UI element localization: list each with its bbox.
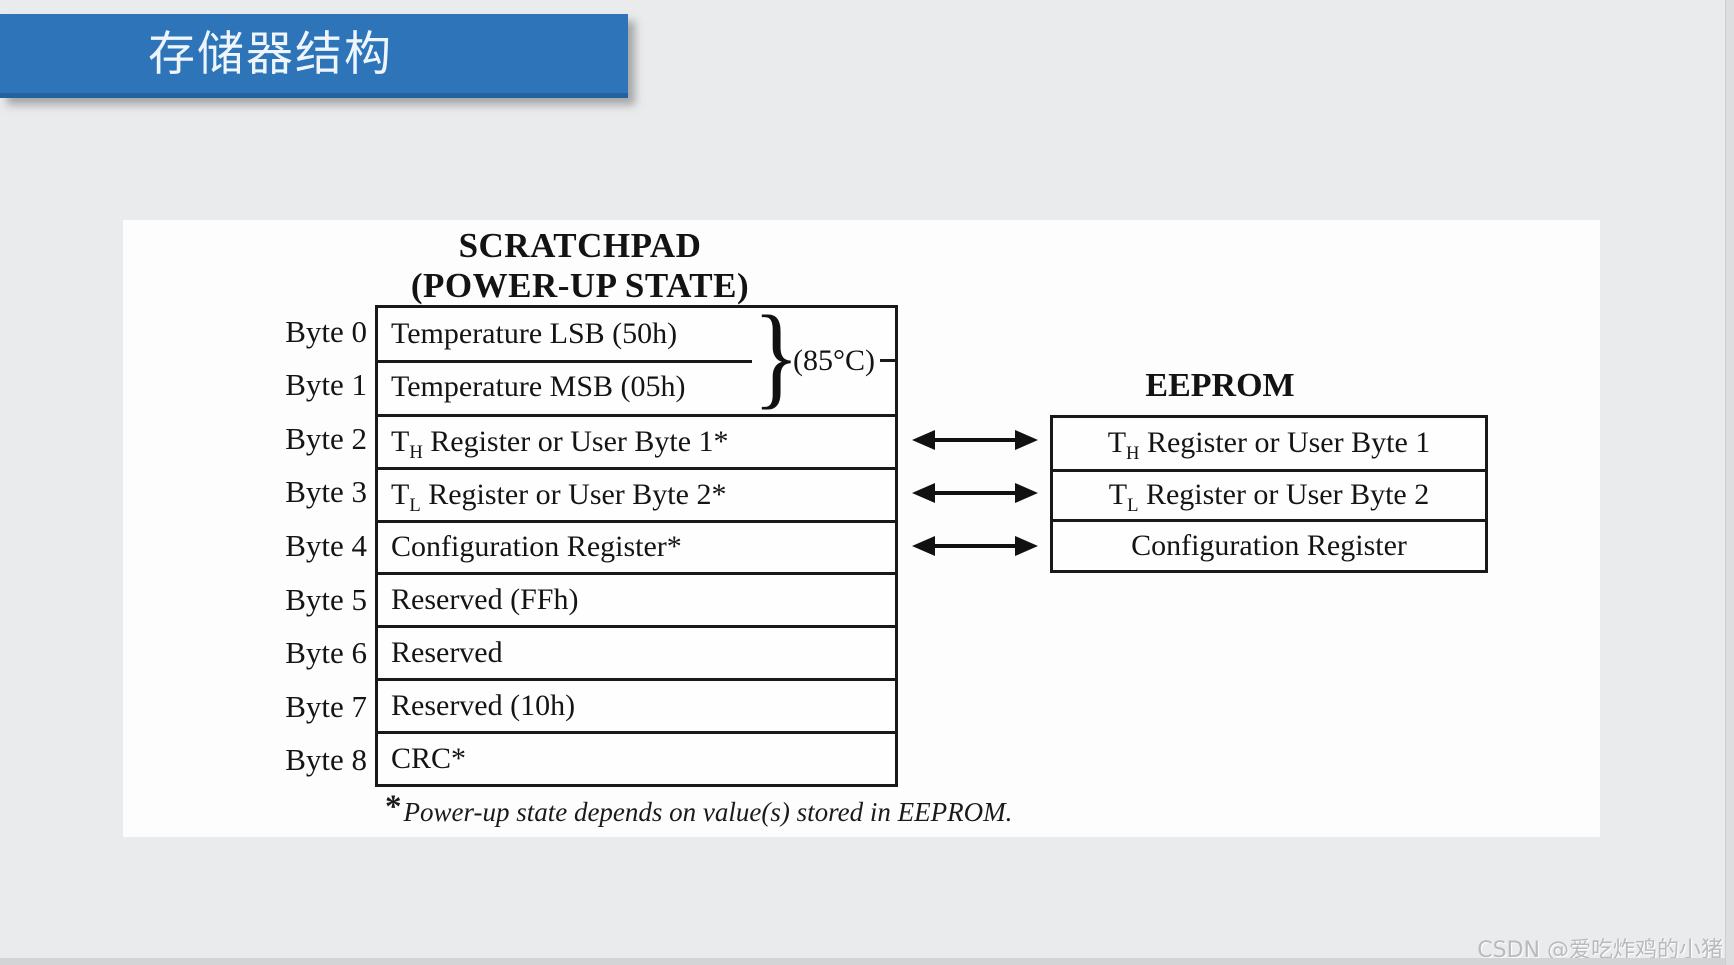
title-banner: 存储器结构 xyxy=(0,14,628,98)
screen-bottom-edge xyxy=(0,958,1734,965)
scratchpad-row-label: TL Register or User Byte 2* xyxy=(391,477,727,516)
scratchpad-title-line1: SCRATCHPAD xyxy=(458,226,702,265)
footnote-asterisk: * xyxy=(385,789,402,825)
scratchpad-row: TH Register or User Byte 1* xyxy=(378,413,895,467)
scratchpad-row: Temperature MSB (05h) xyxy=(378,359,895,414)
annotation-connector-dash xyxy=(880,359,898,362)
scratchpad-row-label: CRC* xyxy=(391,742,467,776)
scratchpad-row: Reserved xyxy=(378,625,895,678)
byte-label-column: Byte 0 Byte 1 Byte 2 Byte 3 Byte 4 Byte 5 Byte… xyxy=(123,305,367,787)
byte-label: Byte 4 xyxy=(285,527,367,563)
scratchpad-row: CRC* xyxy=(378,731,895,784)
footnote: *Power-up state depends on value(s) stor… xyxy=(385,789,1165,830)
scratchpad-title-line2: (POWER-UP STATE) xyxy=(410,266,750,305)
content-panel: SCRATCHPAD (POWER-UP STATE) Byte 0 Byte 1… xyxy=(123,220,1600,837)
byte-label: Byte 5 xyxy=(285,581,367,617)
temperature-annotation: (85°C) xyxy=(793,344,875,377)
scratchpad-row-label: Reserved (10h) xyxy=(391,689,576,723)
byte-label: Byte 2 xyxy=(285,420,367,456)
slide-title: 存储器结构 xyxy=(148,27,393,82)
eeprom-row-label: Configuration Register xyxy=(1131,529,1407,563)
bidirectional-arrow xyxy=(910,533,1040,559)
eeprom-row-label: TL Register or User Byte 2 xyxy=(1108,478,1430,517)
byte-label: Byte 0 xyxy=(285,313,367,349)
scratchpad-row-label: TH Register or User Byte 1* xyxy=(391,424,729,463)
partial-row-divider xyxy=(378,359,752,363)
eeprom-row-label: TH Register or User Byte 1 xyxy=(1107,426,1431,465)
eeprom-row: TL Register or User Byte 2 xyxy=(1053,468,1485,520)
eeprom-row: Configuration Register xyxy=(1053,519,1485,570)
scratchpad-table: Temperature LSB (50h) Temperature MSB (05… xyxy=(375,305,898,787)
byte-label: Byte 1 xyxy=(285,367,367,403)
footnote-text: Power-up state depends on value(s) store… xyxy=(403,797,1013,827)
scratchpad-row-label: Temperature LSB (50h) xyxy=(391,317,678,351)
scratchpad-row: Reserved (FFh) xyxy=(378,572,895,625)
scratchpad-row-label: Configuration Register* xyxy=(391,530,682,564)
scratchpad-row-label: Temperature MSB (05h) xyxy=(391,370,686,404)
scratchpad-row-label: Reserved (FFh) xyxy=(391,583,579,617)
eeprom-table: TH Register or User Byte 1 TL Register or… xyxy=(1050,415,1488,573)
grouping-brace: } xyxy=(753,292,800,419)
scratchpad-row: Reserved (10h) xyxy=(378,678,895,731)
byte-label: Byte 6 xyxy=(285,635,367,671)
scratchpad-row: Temperature LSB (50h) xyxy=(378,308,895,361)
screen-right-edge xyxy=(1725,0,1734,965)
scratchpad-row-label: Reserved xyxy=(391,636,503,670)
eeprom-title: EEPROM xyxy=(1145,367,1295,404)
scratchpad-title: SCRATCHPAD (POWER-UP STATE) xyxy=(360,226,800,306)
byte-label: Byte 3 xyxy=(285,474,367,510)
bidirectional-arrow xyxy=(910,480,1040,506)
scratchpad-row: TL Register or User Byte 2* xyxy=(378,466,895,520)
bidirectional-arrow xyxy=(910,427,1040,453)
byte-label: Byte 8 xyxy=(285,742,367,778)
byte-label: Byte 7 xyxy=(285,688,367,724)
scratchpad-row: Configuration Register* xyxy=(378,519,895,573)
eeprom-row: TH Register or User Byte 1 xyxy=(1053,418,1485,469)
